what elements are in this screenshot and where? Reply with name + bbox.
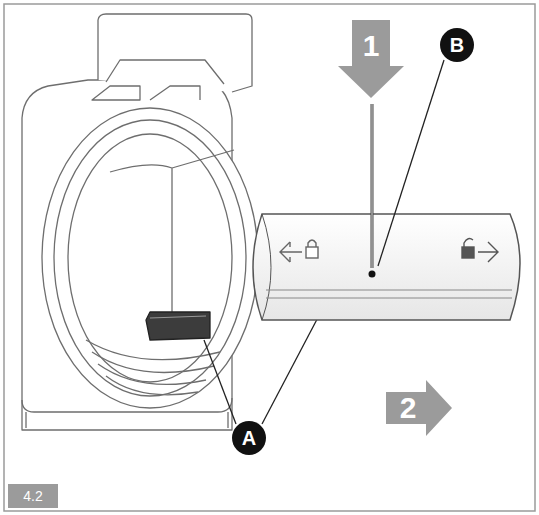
- frame: [4, 4, 535, 511]
- step-number: 2: [400, 391, 417, 425]
- pin-tool: [372, 104, 373, 268]
- unlock-icon: [462, 239, 498, 262]
- leader-line: [378, 60, 444, 266]
- figure-number: 4.2: [23, 488, 42, 504]
- callout-circle: [440, 28, 474, 62]
- leader-line: [262, 306, 324, 424]
- dryer-drawing: [22, 14, 258, 430]
- callout-letter: A: [242, 427, 256, 450]
- callout-circle: [232, 421, 266, 455]
- lock-icon: [280, 240, 318, 262]
- step-arrow: [386, 380, 452, 436]
- pin-tool: [371, 104, 374, 268]
- release-hole: [369, 271, 376, 278]
- filter-zoom: [253, 214, 520, 320]
- leader-line: [204, 340, 236, 424]
- step-number: 1: [363, 29, 380, 63]
- callout-letter: B: [450, 34, 464, 57]
- step-arrow: [338, 20, 404, 98]
- figure-tab: [8, 484, 58, 508]
